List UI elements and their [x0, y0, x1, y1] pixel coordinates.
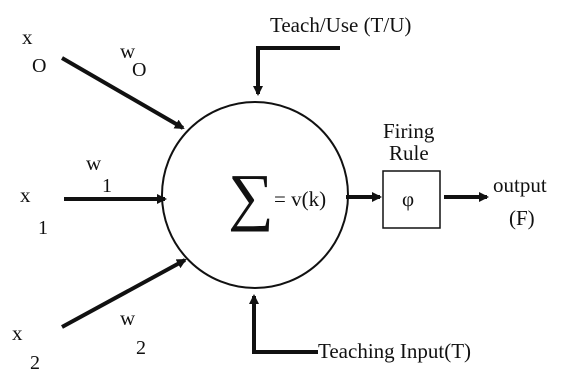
firing-rule-title-line2: Rule [389, 141, 429, 165]
weight-w1-subscript: 1 [102, 175, 112, 197]
input-x2-label: x [12, 321, 23, 345]
weight-w0-label: w [120, 39, 136, 63]
firing-function-symbol: φ [402, 187, 414, 211]
firing-rule-box [382, 170, 441, 229]
output-label: output [493, 173, 547, 197]
input-x0-label: x [22, 25, 33, 49]
summation-icon: ∑ [228, 161, 274, 232]
teach-use-arrow [253, 46, 340, 96]
input-x0-arrow [60, 56, 185, 130]
weight-w1-label: w [86, 151, 102, 175]
input-x2-subscript: 2 [30, 352, 40, 374]
sum-equation-label: = v(k) [274, 187, 326, 211]
firing-rule-title-line1: Firing [383, 119, 435, 143]
teach-use-label: Teach/Use (T/U) [270, 13, 411, 37]
weight-w2-label: w [120, 306, 136, 330]
weight-w0-subscript: O [132, 59, 146, 81]
output-symbol: (F) [509, 206, 535, 230]
input-x1-subscript: 1 [38, 217, 48, 239]
input-x1-label: x [20, 183, 31, 207]
teaching-input-arrow [249, 294, 318, 354]
weight-w2-subscript: 2 [136, 337, 146, 359]
input-x2-arrow [61, 258, 187, 329]
teaching-input-label: Teaching Input(T) [318, 339, 471, 363]
input-x0-subscript: O [32, 55, 46, 77]
